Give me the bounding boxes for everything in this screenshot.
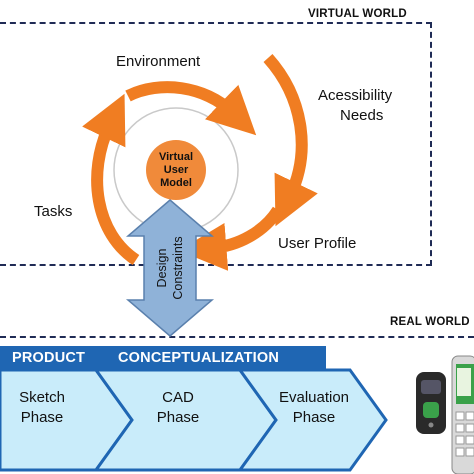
environment-label: Environment — [116, 53, 201, 70]
design-label: Design — [155, 249, 169, 288]
evaluation-phase-label: Evaluation Phase — [278, 389, 350, 426]
phase-evaluation[interactable] — [237, 368, 388, 472]
virtual-world-title: VIRTUAL WORLD — [306, 8, 409, 20]
banner-conceptualization-label: CONCEPTUALIZATION — [118, 350, 280, 366]
arrow-user-profile — [178, 206, 284, 271]
real-world-title: REAL WORLD — [388, 316, 472, 328]
arrow-accessibility — [263, 54, 318, 227]
phone-closed-image — [416, 372, 446, 434]
design-constraints-arrow — [125, 199, 215, 337]
user-profile-label: User Profile — [278, 235, 357, 252]
arrow-tasks — [82, 93, 140, 266]
conceptualization-banner — [0, 346, 326, 370]
core-line-3: Model — [160, 176, 192, 189]
phone-open-image — [451, 355, 474, 474]
real-world-boundary — [0, 336, 474, 474]
core-line-1: Virtual — [158, 150, 194, 163]
constraints-label: Constraints — [171, 236, 185, 299]
banner-product-label: PRODUCT — [12, 350, 86, 366]
cad-phase-label: CAD Phase — [156, 389, 200, 426]
accessibility-label-2: Needs — [340, 107, 384, 124]
accessibility-label-1: Acessibility — [318, 87, 393, 104]
core-line-2: User — [163, 163, 189, 176]
arrow-environment — [125, 81, 257, 136]
sketch-phase-label: Sketch Phase — [19, 389, 65, 426]
tasks-label: Tasks — [34, 203, 73, 220]
virtual-user-model-core: Virtual User Model — [146, 140, 206, 200]
